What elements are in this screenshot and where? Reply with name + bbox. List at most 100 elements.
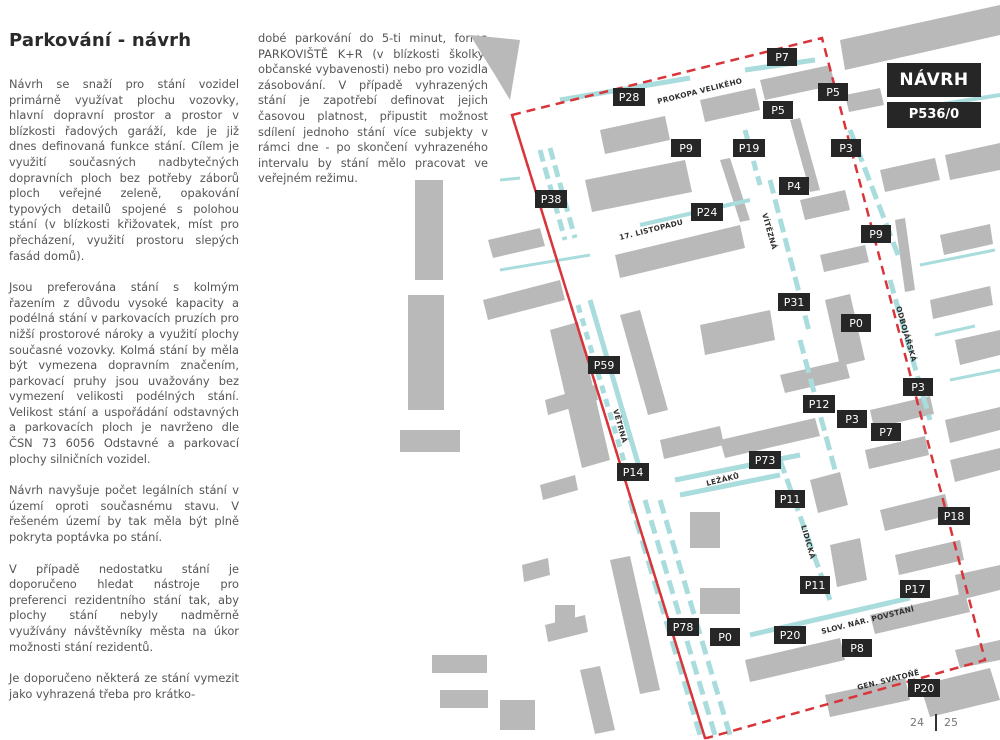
svg-text:P14: P14	[623, 466, 644, 479]
building	[500, 700, 535, 730]
parking-label: P19	[733, 139, 765, 157]
parking-strip	[679, 472, 781, 498]
parking-label: P28	[613, 88, 645, 106]
svg-text:P3: P3	[911, 381, 925, 394]
proposal-badge: NÁVRH	[887, 63, 981, 97]
svg-text:P0: P0	[718, 631, 732, 644]
parking-label: P20	[908, 679, 940, 697]
building	[745, 638, 845, 682]
building	[895, 540, 964, 575]
svg-text:P9: P9	[679, 142, 693, 155]
svg-text:P7: P7	[775, 51, 789, 64]
svg-text:P78: P78	[673, 621, 694, 634]
svg-text:P59: P59	[594, 359, 615, 372]
building	[880, 158, 940, 192]
building	[408, 295, 444, 410]
building	[945, 143, 1000, 180]
building	[660, 426, 724, 459]
paragraph: dobé parkování do 5-ti minut, forma PARK…	[258, 31, 488, 186]
parking-label: P5	[763, 101, 793, 119]
svg-text:P73: P73	[755, 454, 776, 467]
building	[845, 88, 884, 112]
svg-text:P8: P8	[850, 642, 864, 655]
svg-text:P11: P11	[805, 579, 826, 592]
parking-label: P4	[779, 177, 809, 195]
building	[600, 116, 670, 154]
parking-strip	[587, 299, 643, 471]
paragraph: Návrh navyšuje počet legálních stání v ú…	[9, 483, 239, 545]
building	[415, 180, 443, 280]
building	[820, 245, 869, 272]
building	[945, 407, 1000, 443]
building	[720, 418, 820, 458]
paragraph: V případě nedostatku stání je doporučeno…	[9, 561, 239, 654]
street-label: LIDICKÁ	[799, 524, 817, 560]
building	[880, 494, 950, 531]
building	[940, 224, 993, 255]
building	[895, 218, 915, 292]
paragraph: Je doporučeno některá ze stání vymezit j…	[9, 671, 239, 701]
building	[955, 330, 1000, 365]
parking-strip	[499, 253, 591, 272]
parking-label: P8	[842, 639, 872, 657]
parking-label: P73	[749, 451, 781, 469]
building	[550, 322, 610, 468]
parking-label: P78	[667, 618, 699, 636]
parking-label: P9	[671, 139, 701, 157]
building	[930, 286, 993, 319]
building	[690, 512, 720, 548]
parking-label: P3	[903, 378, 933, 396]
building	[870, 593, 970, 634]
building	[800, 190, 850, 220]
building	[865, 436, 929, 469]
parking-label: P18	[938, 507, 970, 525]
building	[440, 690, 488, 708]
parking-label: P14	[617, 463, 649, 481]
parking-strip	[934, 324, 976, 337]
svg-text:P20: P20	[914, 682, 935, 695]
building	[810, 472, 848, 513]
svg-text:P3: P3	[845, 413, 859, 426]
parking-label: P38	[535, 190, 567, 208]
building	[483, 280, 565, 320]
building	[760, 65, 835, 100]
parking-label: P7	[871, 423, 901, 441]
building	[950, 448, 1000, 482]
text-column-left: Návrh se snaží pro stání vozidel primárn…	[9, 77, 239, 718]
building	[615, 225, 745, 278]
parking-strip	[499, 176, 521, 182]
building	[825, 678, 910, 717]
svg-text:P24: P24	[697, 206, 718, 219]
parking-label: P24	[691, 203, 723, 221]
page-number-left: 24	[910, 716, 924, 729]
parking-label: P7	[767, 48, 797, 66]
svg-text:P12: P12	[809, 398, 830, 411]
parking-label: P3	[837, 410, 867, 428]
svg-text:P38: P38	[541, 193, 562, 206]
building	[720, 158, 750, 222]
building	[620, 310, 668, 415]
svg-text:P9: P9	[869, 228, 883, 241]
building	[700, 310, 775, 355]
paragraph: Návrh se snaží pro stání vozidel primárn…	[9, 77, 239, 263]
street-label: ODBOJÁŘSKÁ	[894, 305, 919, 363]
svg-text:P28: P28	[619, 91, 640, 104]
parking-label: P11	[800, 576, 830, 594]
svg-text:P0: P0	[849, 317, 863, 330]
parking-label: P3	[831, 139, 861, 157]
building	[700, 88, 760, 122]
svg-text:P4: P4	[787, 180, 801, 193]
building	[545, 615, 588, 642]
building	[488, 228, 545, 258]
parking-label: P0	[710, 628, 740, 646]
svg-text:P18: P18	[944, 510, 965, 523]
building	[432, 655, 487, 673]
parking-strip	[575, 304, 631, 476]
building	[700, 588, 740, 614]
svg-text:P7: P7	[879, 426, 893, 439]
svg-text:P5: P5	[826, 86, 840, 99]
parking-label: P11	[775, 490, 805, 508]
parking-strip	[887, 279, 933, 421]
parking-strip	[919, 248, 996, 267]
parking-label: P5	[818, 83, 848, 101]
